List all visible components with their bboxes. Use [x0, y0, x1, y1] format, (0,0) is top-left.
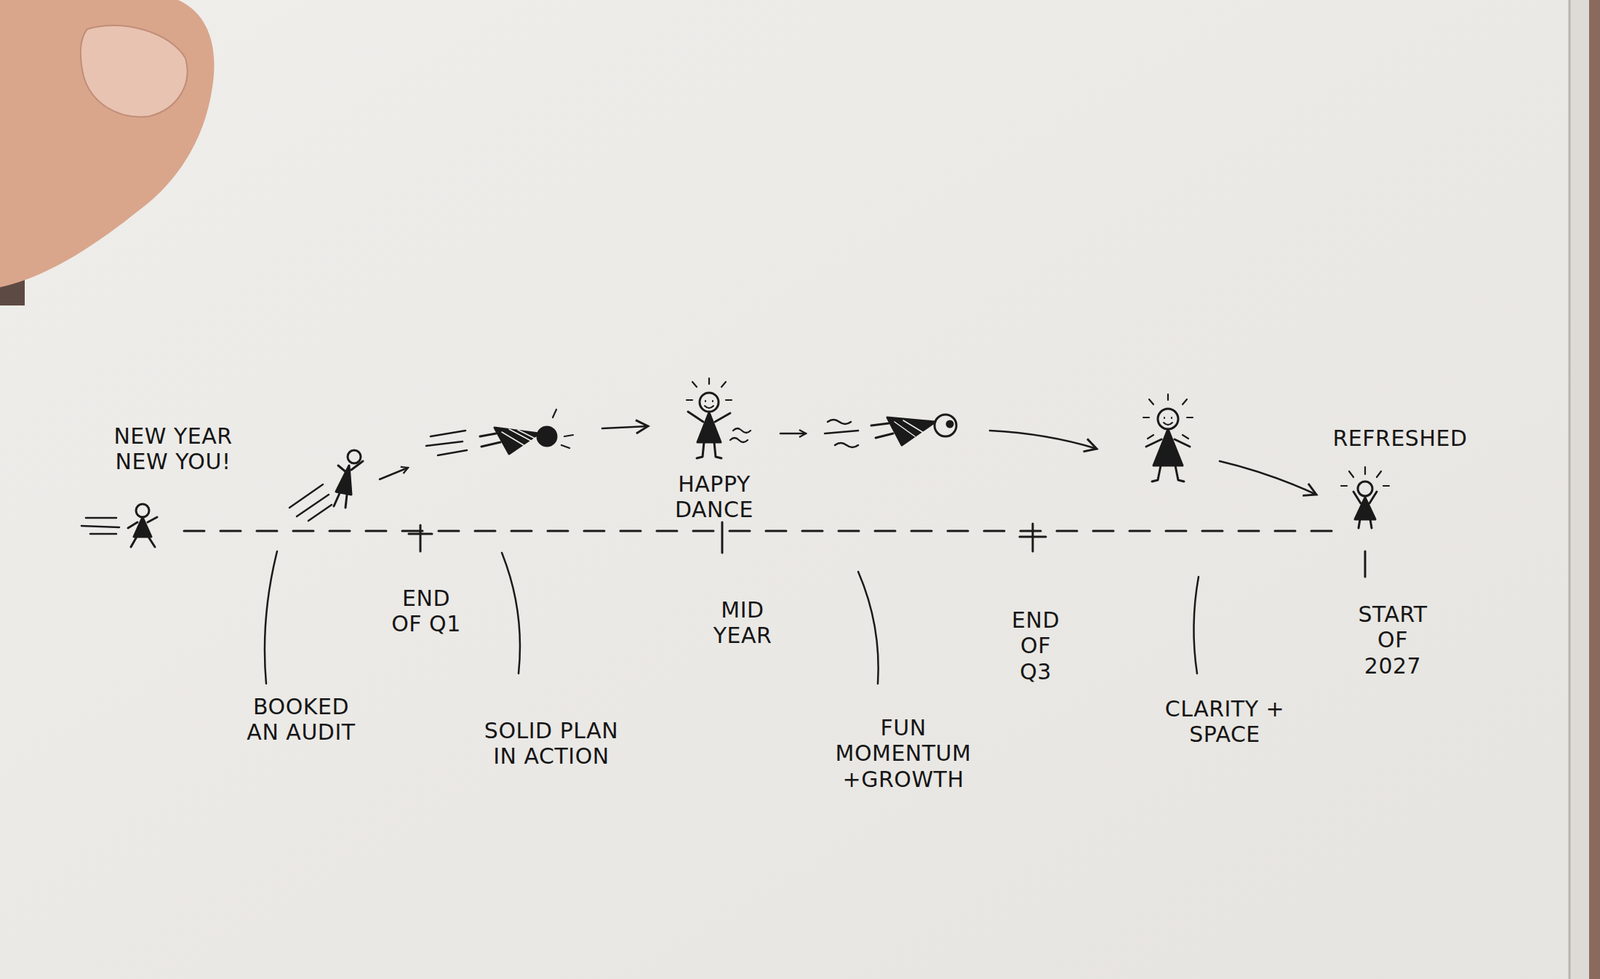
timeline-label: BOOKED AN AUDIT	[237, 693, 366, 745]
arrow	[989, 430, 1097, 449]
stick-figure	[426, 409, 574, 456]
facing-page	[1569, 0, 1600, 979]
notebook-cover	[1589, 0, 1600, 979]
leader-line	[858, 571, 879, 684]
stick-figure	[289, 450, 363, 521]
arrow	[602, 426, 648, 429]
arrow	[1219, 461, 1317, 495]
timeline-label: HAPPY DANCE	[659, 471, 769, 523]
arrow	[379, 467, 408, 480]
tick-mark	[1364, 551, 1367, 577]
stick-figure	[686, 378, 751, 459]
stick-figure	[1341, 466, 1390, 528]
stick-figure	[1143, 394, 1193, 482]
tick-mark	[1019, 523, 1046, 552]
timeline-label: NEW YEAR NEW YOU!	[100, 423, 246, 475]
leader-line	[501, 552, 520, 674]
timeline-label: MID YEAR	[702, 597, 783, 648]
timeline-label: REFRESHED	[1305, 425, 1495, 451]
timeline-label: SOLID PLAN IN ACTION	[482, 717, 621, 769]
timeline-label: CLARITY + SPACE	[1161, 696, 1289, 747]
timeline	[184, 530, 1337, 533]
thumbnail	[80, 25, 188, 118]
stick-figure	[81, 504, 158, 547]
page-spine	[1568, 0, 1571, 979]
leader-line	[264, 551, 278, 684]
timeline-label: END OF Q3	[1005, 607, 1067, 684]
tick-mark	[408, 525, 432, 552]
tick-mark	[721, 522, 724, 553]
arrow	[780, 432, 806, 435]
timeline-label: START OF 2027	[1345, 601, 1440, 678]
leader-line	[1193, 576, 1199, 674]
timeline-label: END OF Q1	[388, 585, 465, 637]
stick-figure	[824, 414, 957, 448]
thumb	[0, 0, 215, 288]
timeline-label: FUN MOMENTUM +GROWTH	[826, 714, 980, 792]
